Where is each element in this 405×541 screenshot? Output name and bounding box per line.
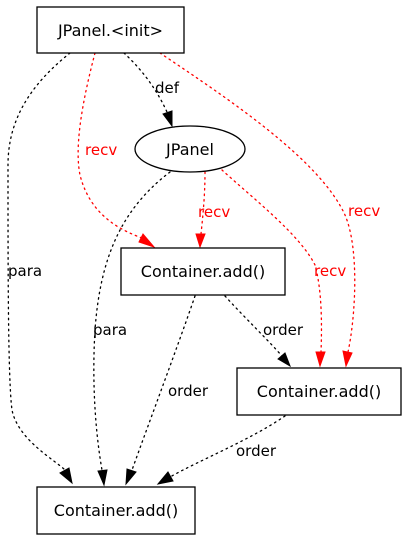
node-label-container-add-1: Container.add() — [141, 262, 265, 281]
edge-init-to-jpanel: def — [123, 52, 180, 128]
edge-label-recv-init-add1: recv — [85, 141, 117, 159]
node-jpanel: JPanel — [134, 125, 246, 173]
node-jpanel-init: JPanel.<init> — [36, 6, 185, 54]
edge-label-para-jpanel: para — [93, 321, 127, 339]
edge-label-order-add1-add2: order — [263, 321, 304, 339]
edge-label-def: def — [155, 79, 180, 97]
edge-init-to-add3: para — [7, 52, 73, 485]
node-container-add-3: Container.add() — [36, 486, 196, 535]
node-label-jpanel: JPanel — [165, 140, 214, 159]
edge-label-order-add2-add3: order — [236, 442, 277, 460]
node-label-container-add-3: Container.add() — [54, 501, 178, 520]
edge-add1-to-add3: order — [125, 295, 209, 486]
edge-add2-to-add3: order — [156, 415, 286, 485]
edge-label-para-init: para — [8, 262, 42, 280]
edge-add1-to-add2: order — [224, 295, 304, 368]
edge-init-to-add2: recv — [159, 52, 380, 368]
edge-jpanel-to-add1: recv — [195, 171, 230, 249]
node-container-add-2: Container.add() — [236, 367, 402, 416]
edge-jpanel-to-add2: recv — [221, 169, 346, 368]
node-container-add-1: Container.add() — [120, 247, 286, 296]
edge-label-order-add1-add3: order — [168, 382, 209, 400]
edge-init-to-add1: recv — [77, 52, 156, 249]
node-label-jpanel-init: JPanel.<init> — [57, 21, 163, 40]
edge-label-recv-jpanel-add2: recv — [314, 262, 346, 280]
edge-label-recv-jpanel-add1: recv — [198, 203, 230, 221]
edge-label-recv-init-add2: recv — [348, 202, 380, 220]
node-label-container-add-2: Container.add() — [257, 382, 381, 401]
edge-jpanel-to-add3: para — [93, 171, 171, 487]
